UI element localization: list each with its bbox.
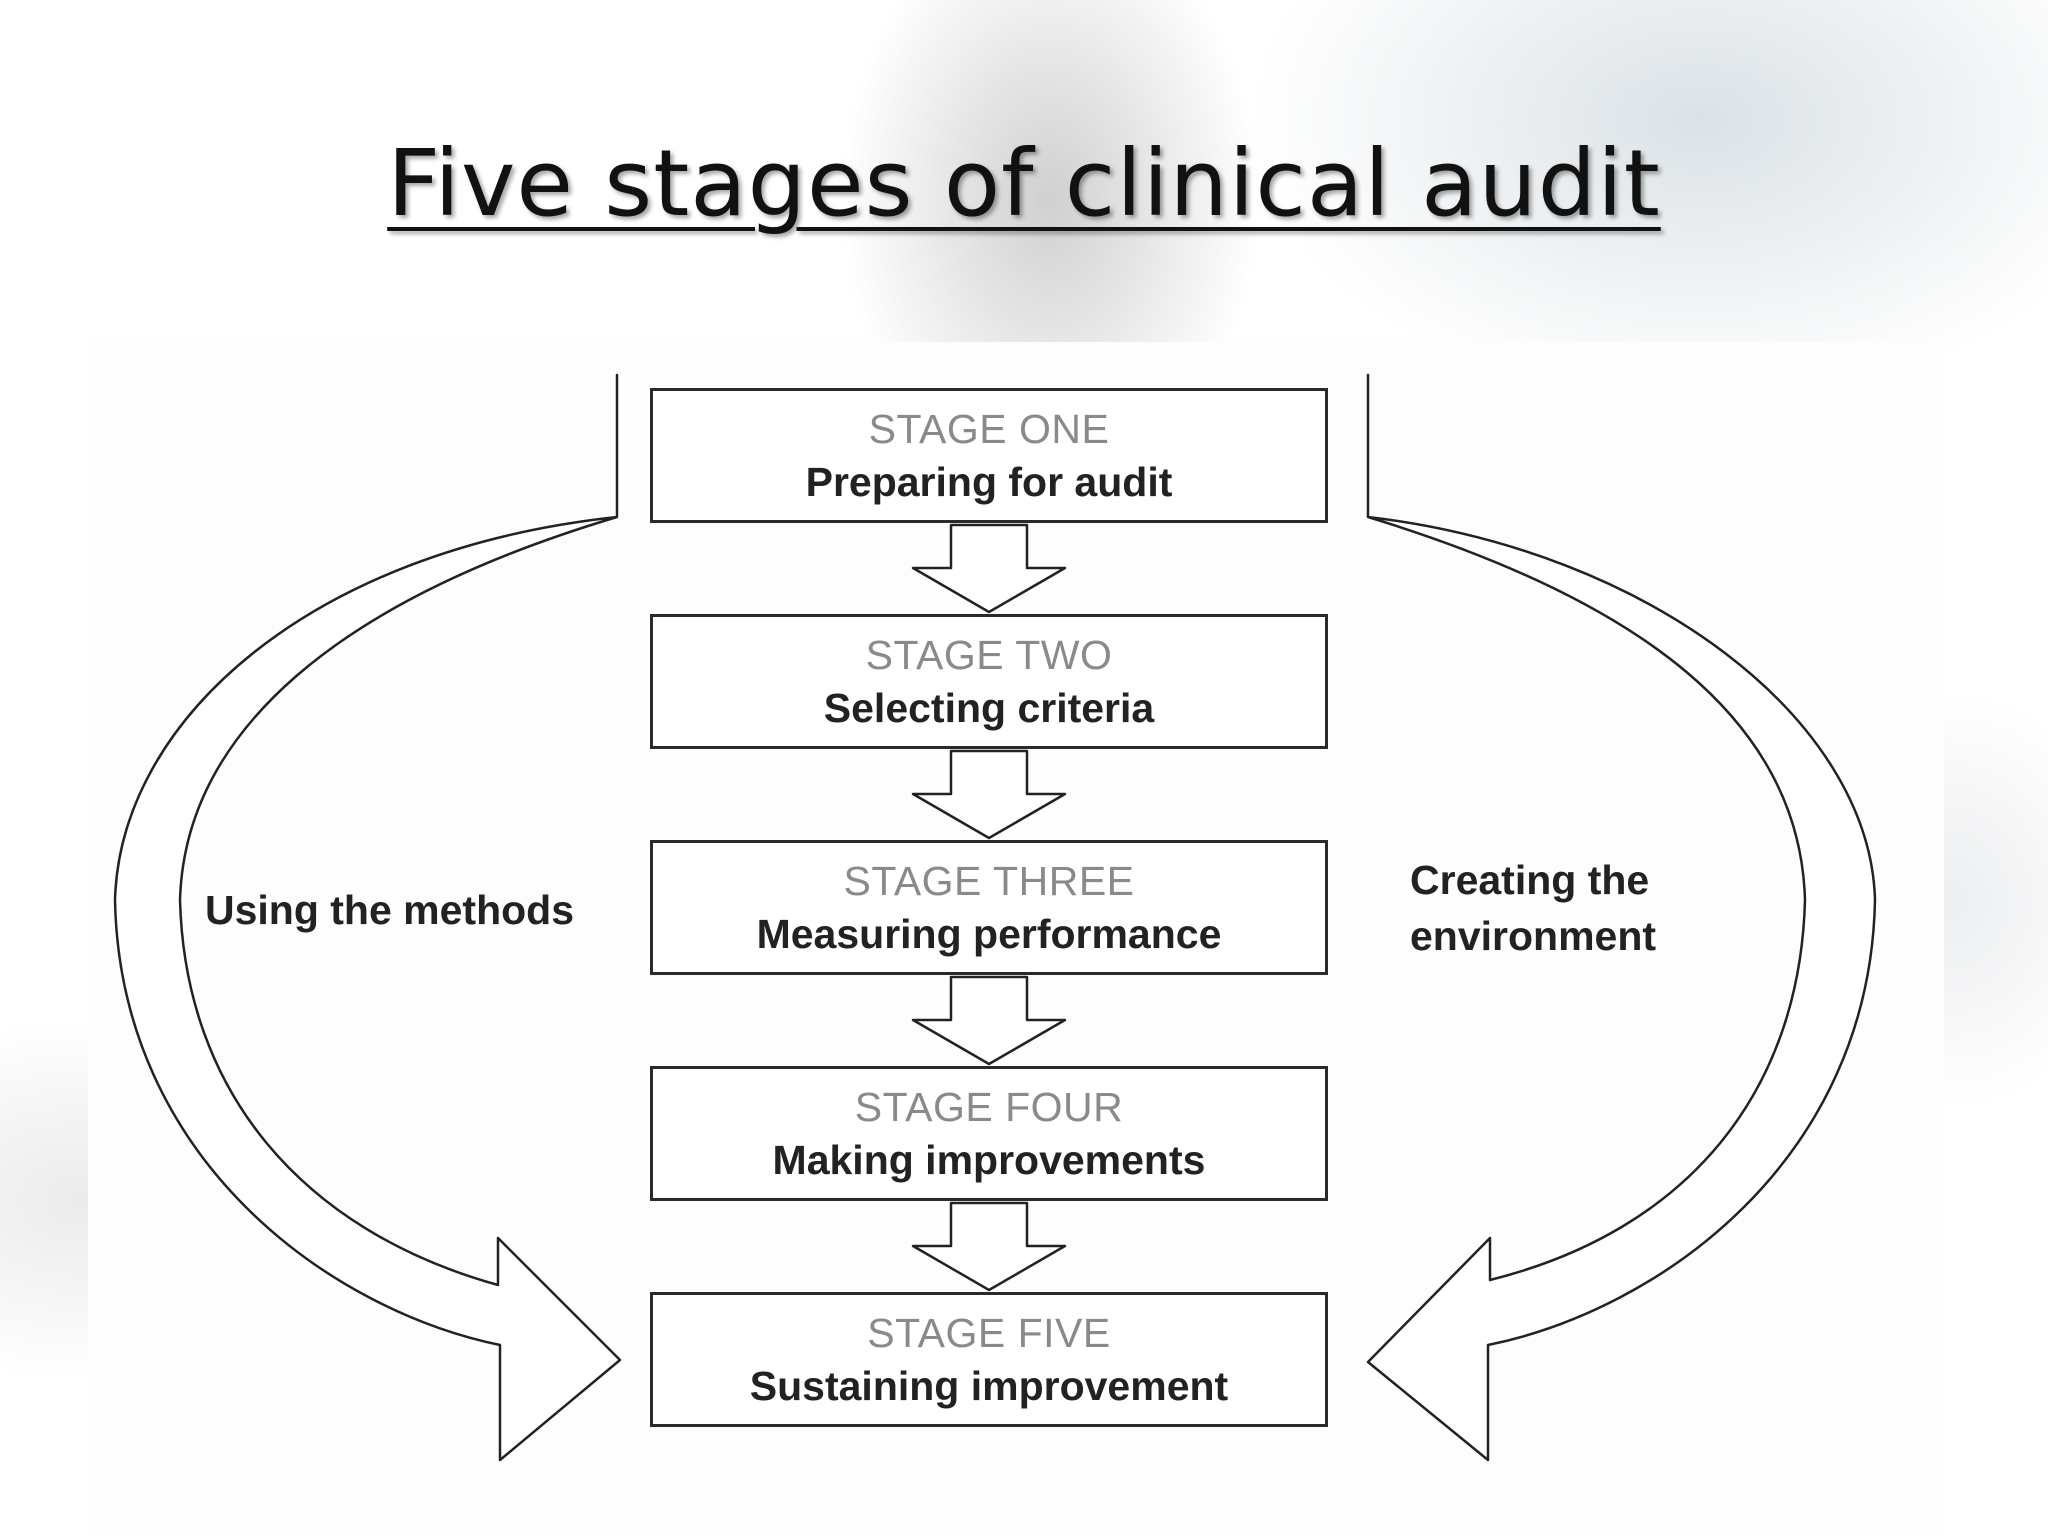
right-loop-label-line1: Creating the — [1410, 857, 1650, 903]
down-arrow-4 — [911, 1201, 1067, 1292]
right-loop-label-line2: environment — [1410, 913, 1657, 959]
down-arrow-3 — [911, 975, 1067, 1066]
stage-two-box: STAGE TWO Selecting criteria — [650, 614, 1328, 749]
right-loop-arrow — [1366, 373, 1877, 1462]
stage-four-description: Making improvements — [772, 1136, 1206, 1183]
stage-one-label: STAGE ONE — [868, 405, 1110, 452]
stage-three-label: STAGE THREE — [843, 857, 1135, 904]
stage-five-description: Sustaining improvement — [749, 1362, 1229, 1409]
stage-three-box: STAGE THREE Measuring performance — [650, 840, 1328, 975]
stage-one-box: STAGE ONE Preparing for audit — [650, 388, 1328, 523]
down-arrow-2 — [911, 749, 1067, 840]
stage-three-description: Measuring performance — [756, 910, 1222, 957]
stage-five-box: STAGE FIVE Sustaining improvement — [650, 1292, 1328, 1427]
stage-four-label: STAGE FOUR — [854, 1083, 1124, 1130]
slide-title: Five stages of clinical audit — [0, 130, 2048, 237]
slide-title-text: Five stages of clinical audit — [387, 130, 1661, 237]
stage-two-description: Selecting criteria — [823, 684, 1155, 731]
stage-four-box: STAGE FOUR Making improvements — [650, 1066, 1328, 1201]
stage-five-label: STAGE FIVE — [867, 1309, 1111, 1356]
down-arrow-1 — [911, 523, 1067, 614]
left-loop-label: Using the methods — [205, 887, 575, 933]
left-loop-arrow — [113, 373, 622, 1462]
stage-one-description: Preparing for audit — [805, 458, 1173, 505]
right-loop-label: Creating the environment — [1410, 852, 1656, 964]
stage-two-label: STAGE TWO — [865, 631, 1113, 678]
